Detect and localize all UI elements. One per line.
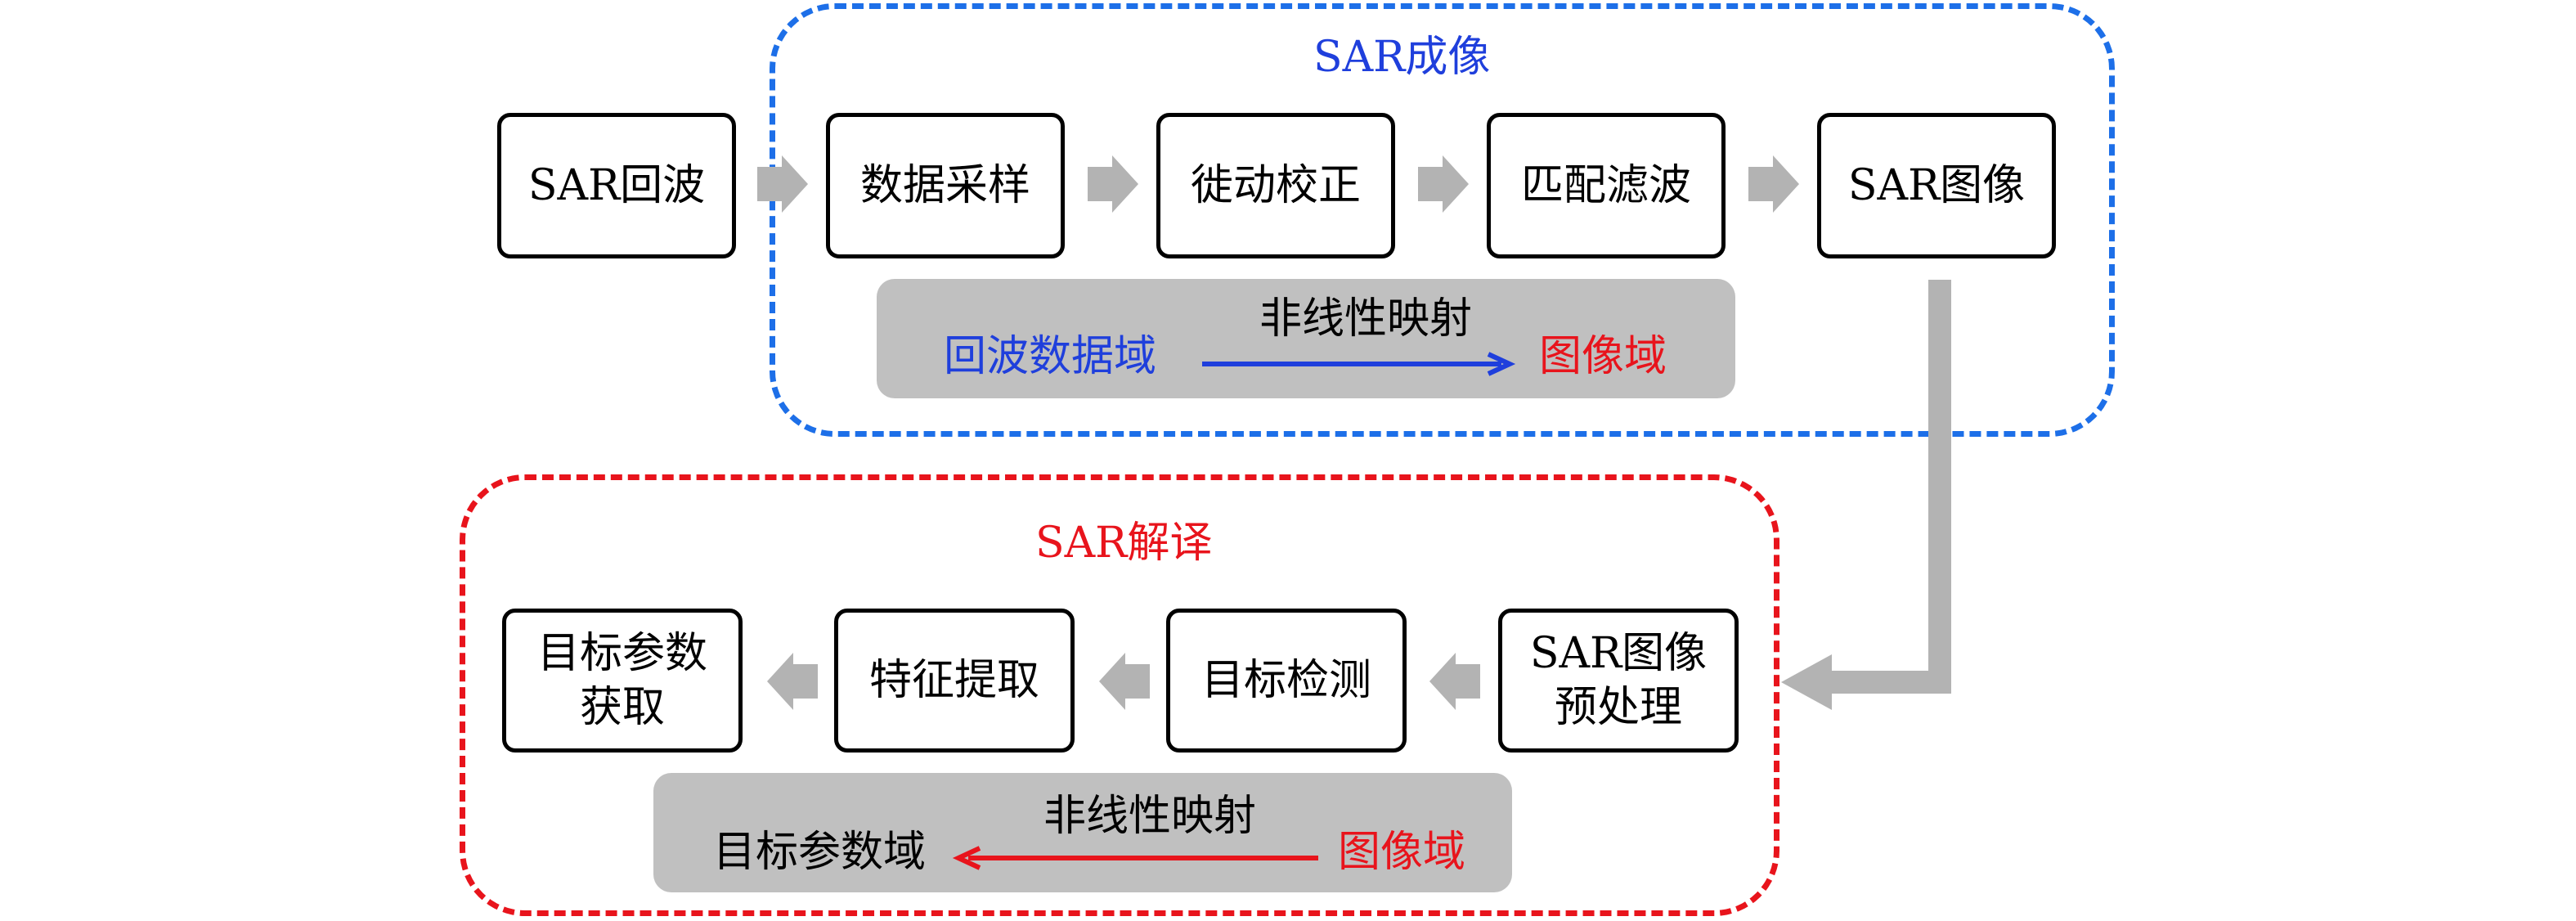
- arrow-echo-to-sampling: [757, 155, 808, 213]
- target-parameter-domain-label: 目标参数域: [713, 828, 927, 877]
- step-sar-image: SAR图像: [1817, 113, 2056, 258]
- sar-interpretation-title: SAR解译: [1035, 519, 1213, 568]
- arrow-filtering-to-image: [1748, 155, 1799, 213]
- sar-interpretation-region: [460, 474, 1779, 916]
- step-target-detection: 目标检测: [1166, 609, 1407, 753]
- interp-nonlinear-mapping-label: 非线性映射: [1043, 792, 1257, 841]
- imaging-mapping-arrowhead: [1487, 352, 1516, 376]
- echo-data-domain-label: 回波数据域: [944, 332, 1157, 381]
- arrow-sampling-to-migration: [1088, 155, 1138, 213]
- step-sar-image-preprocessing: SAR图像 预处理: [1498, 609, 1739, 753]
- arrow-image-to-preprocess: [1781, 280, 1951, 710]
- step-sar-echo: SAR回波: [497, 113, 736, 258]
- step-feature-extraction: 特征提取: [834, 609, 1075, 753]
- preprocess-line-1: SAR图像: [1529, 629, 1708, 678]
- sar-imaging-title: SAR成像: [1313, 33, 1491, 82]
- params-line-2: 获取: [579, 683, 665, 732]
- step-migration-correction: 徙动校正: [1156, 113, 1395, 258]
- step-target-parameter-acquisition: 目标参数 获取: [502, 609, 743, 753]
- interp-mapping-arrowhead: [952, 846, 981, 870]
- params-line-1: 目标参数: [536, 629, 707, 678]
- imaging-nonlinear-mapping-label: 非线性映射: [1259, 294, 1473, 344]
- step-data-sampling: 数据采样: [826, 113, 1065, 258]
- interpretation-mapping-band: [653, 773, 1512, 892]
- arrow-detection-to-feature: [1099, 653, 1150, 710]
- step-matched-filtering: 匹配滤波: [1487, 113, 1726, 258]
- preprocess-line-2: 预处理: [1554, 683, 1682, 732]
- sar-imaging-region: [770, 3, 2115, 437]
- interp-image-domain-label: 图像域: [1338, 828, 1466, 877]
- arrow-feature-to-params: [767, 653, 818, 710]
- arrow-preprocess-to-detection: [1429, 653, 1480, 710]
- imaging-mapping-band: [877, 279, 1735, 398]
- arrow-migration-to-filtering: [1418, 155, 1469, 213]
- image-domain-label: 图像域: [1539, 332, 1667, 381]
